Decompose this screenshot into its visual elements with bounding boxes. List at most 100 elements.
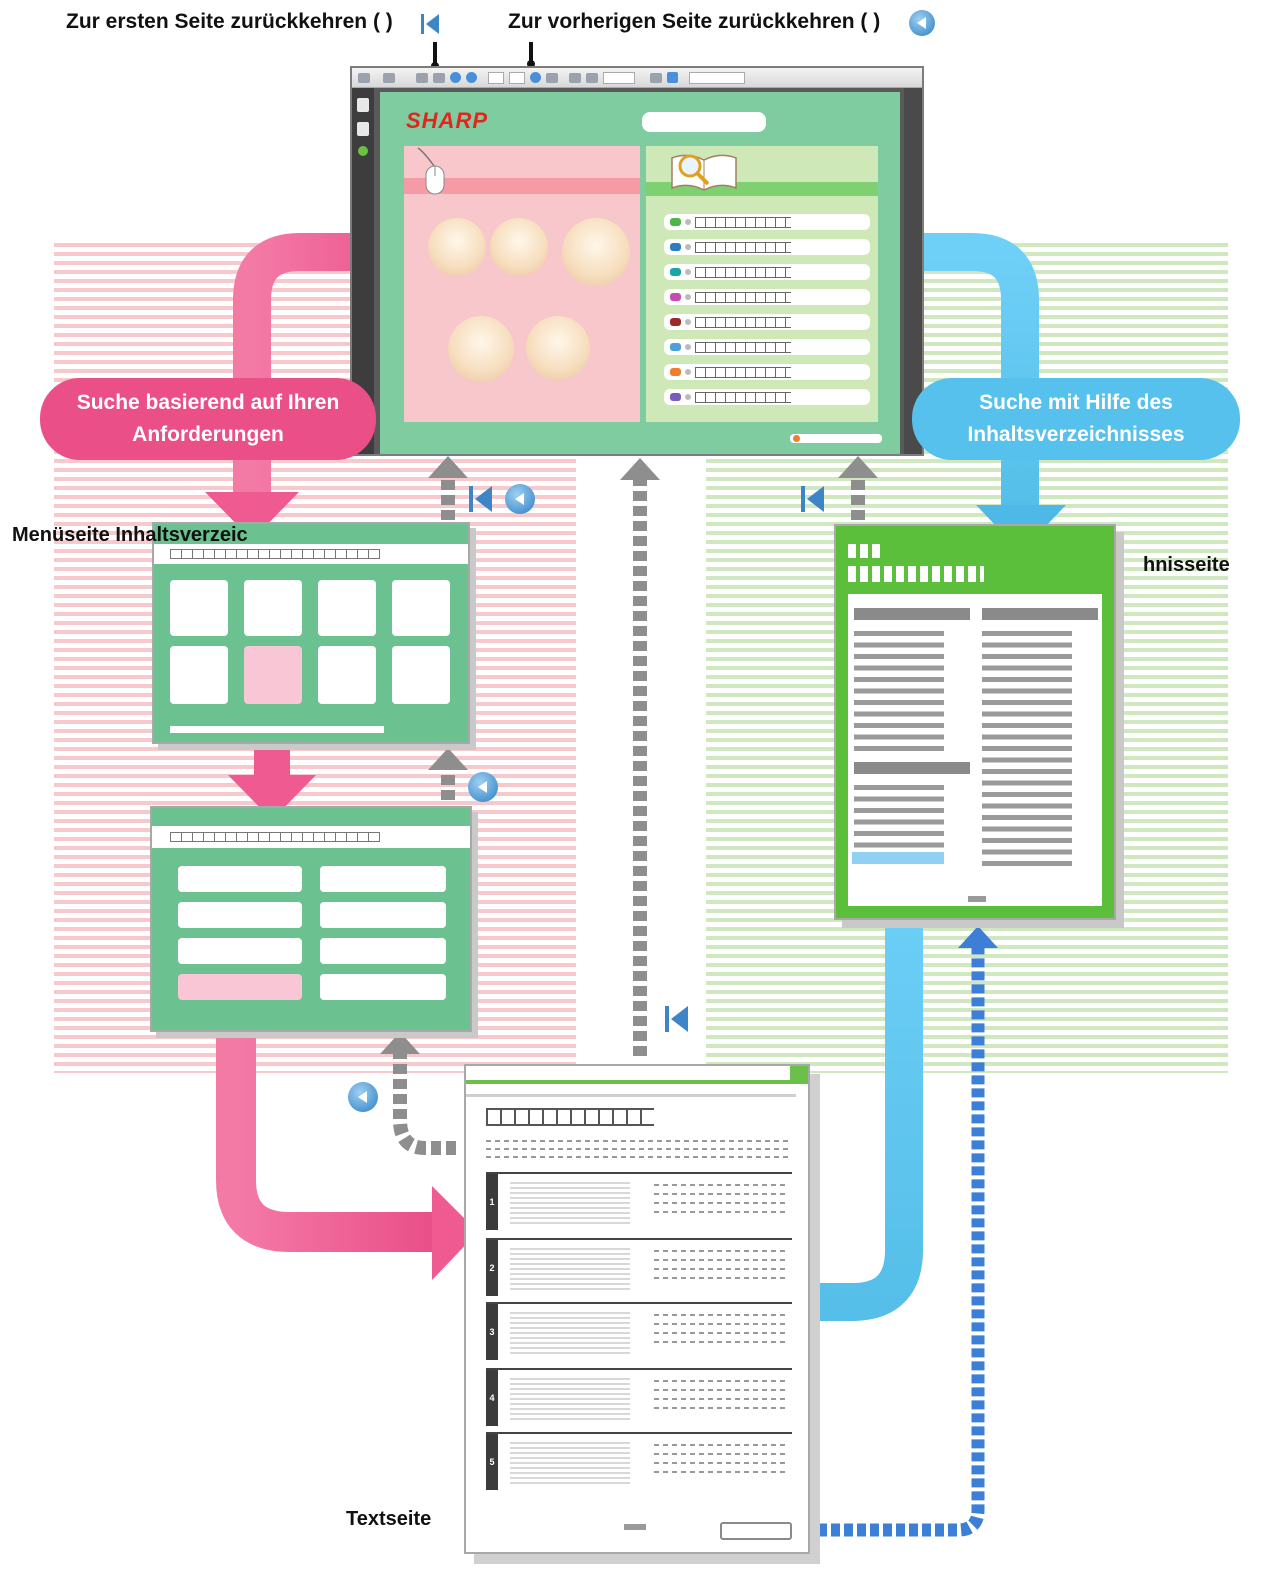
toc-column-1-lower: [854, 782, 944, 850]
zoom-field[interactable]: [603, 71, 635, 84]
pages-panel-icon[interactable]: [357, 98, 369, 112]
blue-dashed-text-to-toc: [792, 948, 985, 1537]
blue-dashed-head: [958, 926, 998, 948]
viewer-side-panel: [352, 88, 374, 454]
pink-arrowhead-text: [432, 1186, 478, 1280]
submenu-item-selected[interactable]: [178, 974, 302, 1000]
page-footer-bar: [790, 434, 882, 443]
toc-entry-5[interactable]: [664, 314, 870, 330]
gray-head-1: [428, 456, 468, 478]
category-circle-4[interactable]: [448, 316, 514, 382]
menu-tile-1[interactable]: [170, 580, 228, 636]
submenu-page-title-glyphs: [170, 832, 380, 842]
submenu-item-2[interactable]: [320, 866, 446, 892]
previous-page-icon: [468, 772, 498, 802]
menu-tile-2[interactable]: [244, 580, 302, 636]
toc-entry-4[interactable]: [664, 289, 870, 305]
toc-entry-2[interactable]: [664, 239, 870, 255]
toc-page: [834, 524, 1116, 920]
toc-selected-entry[interactable]: [852, 852, 944, 864]
submenu-page-title-bar: [152, 826, 470, 848]
toc-page-caption: hnisseite: [1143, 554, 1230, 576]
next-page-button-icon[interactable]: [466, 72, 477, 83]
gray-head-4: [838, 456, 878, 478]
menu-tile-8[interactable]: [392, 646, 450, 704]
menu-tile-7[interactable]: [318, 646, 376, 704]
previous-page-icon: [909, 10, 935, 36]
submenu-item-8[interactable]: [320, 974, 446, 1000]
toc-section-head-1: [854, 608, 970, 620]
bookmarks-panel-icon[interactable]: [357, 122, 369, 136]
fullscreen-icon[interactable]: [667, 72, 678, 83]
section-5-dashes: [654, 1444, 786, 1474]
attachments-panel-icon[interactable]: [358, 146, 368, 156]
category-circle-1[interactable]: [428, 218, 486, 276]
submenu-item-3[interactable]: [178, 902, 302, 928]
toc-entry-7[interactable]: [664, 364, 870, 380]
next-view-button-icon[interactable]: [546, 72, 558, 83]
zoom-out-icon[interactable]: [569, 72, 581, 83]
zoom-icon[interactable]: [433, 72, 445, 83]
prev-view-button-icon[interactable]: [530, 72, 541, 83]
search-requirements-pill: Suche basierend auf Ihren Anforderungen: [40, 378, 376, 460]
hand-icon[interactable]: [416, 72, 428, 83]
viewer-scrollbar[interactable]: [904, 88, 922, 454]
prev-page-caption: Zur vorherigen Seite zurückkehren ( ): [508, 10, 881, 33]
category-circle-3[interactable]: [562, 218, 630, 286]
text-section-1: 1: [486, 1172, 792, 1234]
toc-page-number: [968, 896, 986, 902]
find-field[interactable]: [689, 71, 745, 84]
submenu-item-5[interactable]: [178, 938, 302, 964]
zoom-in-icon[interactable]: [586, 72, 598, 83]
menu-tile-4[interactable]: [392, 580, 450, 636]
gray-return-text-to-submenu: [393, 1052, 456, 1155]
text-page-top-rule-gray: [466, 1094, 796, 1097]
page-number-field[interactable]: [488, 71, 504, 84]
toc-page-heading-short: [848, 544, 884, 558]
toc-return-button[interactable]: [720, 1522, 792, 1540]
submenu-item-1[interactable]: [178, 866, 302, 892]
toc-entry-8[interactable]: [664, 389, 870, 405]
toc-entry-6[interactable]: [664, 339, 870, 355]
menu-tile-3[interactable]: [318, 580, 376, 636]
toc-page-heading-long: [848, 566, 984, 582]
fit-icon[interactable]: [650, 72, 662, 83]
submenu-item-4[interactable]: [320, 902, 446, 928]
gray-head-5: [380, 1032, 420, 1054]
print-icon[interactable]: [358, 72, 370, 83]
toc-page-content: [848, 594, 1102, 906]
text-section-4: 4: [486, 1368, 792, 1430]
text-page-title: [486, 1108, 654, 1126]
chapter-tab-3: 3: [486, 1304, 498, 1360]
first-page-icon: [801, 486, 824, 512]
toc-entry-1[interactable]: [664, 214, 870, 230]
text-page-intro-dashes: [486, 1140, 788, 1162]
chapter-tab-1: 1: [486, 1174, 498, 1230]
menu-tile-5[interactable]: [170, 646, 228, 704]
viewer-toolbar: [352, 68, 922, 88]
gray-head-3: [620, 458, 660, 480]
viewer-window: SHARP: [350, 66, 924, 456]
menu-page-title-bar: [154, 544, 468, 564]
toc-entry-3[interactable]: [664, 264, 870, 280]
submenu-item-6[interactable]: [320, 938, 446, 964]
section-3-dashes: [654, 1314, 786, 1344]
tool-icon[interactable]: [383, 72, 395, 83]
toc-column-1: [854, 628, 944, 754]
manual-search-box[interactable]: [642, 112, 766, 132]
text-section-3: 3: [486, 1302, 792, 1364]
category-circle-2[interactable]: [490, 218, 548, 276]
text-page-caption: Textseite: [346, 1508, 432, 1530]
menu-tile-selected[interactable]: [244, 646, 302, 704]
section-4-image: [510, 1378, 630, 1422]
menu-page: [152, 522, 470, 744]
search-toc-pill: Suche mit Hilfe des Inhaltsverzeichnisse…: [912, 378, 1240, 460]
category-circle-5[interactable]: [526, 316, 590, 380]
previous-page-icon: [505, 484, 535, 514]
pink-arrowhead-menu: [205, 492, 299, 540]
section-1-dashes: [654, 1184, 786, 1214]
first-page-icon: [665, 1006, 688, 1032]
first-page-button-icon[interactable]: [450, 72, 461, 83]
text-section-2: 2: [486, 1238, 792, 1300]
